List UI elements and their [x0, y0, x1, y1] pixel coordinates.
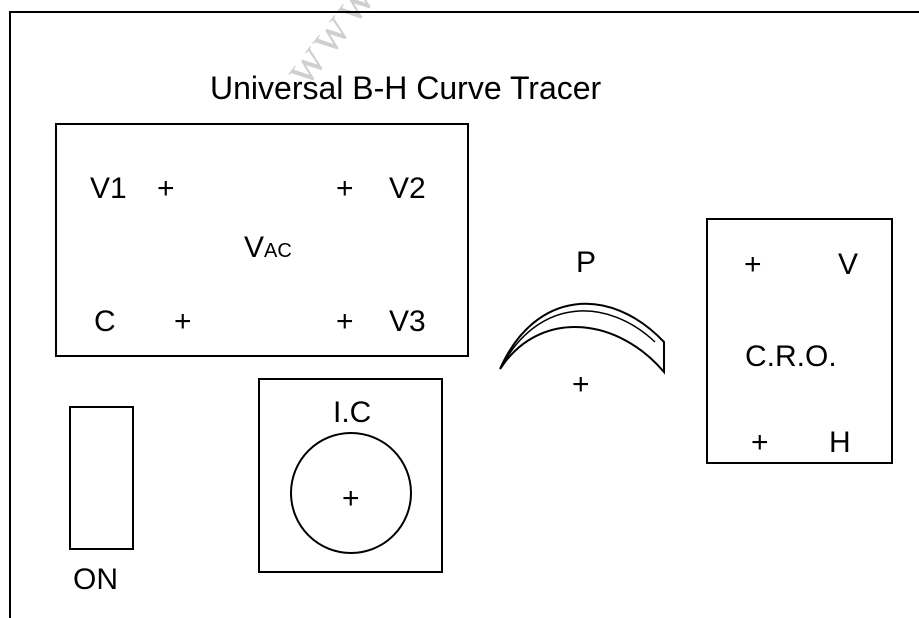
- v2-terminal[interactable]: +: [336, 172, 354, 205]
- v1-terminal[interactable]: +: [157, 172, 175, 205]
- ic-label: I.C: [333, 396, 372, 429]
- vac-label: VAC: [244, 233, 292, 263]
- c-label: C: [94, 305, 116, 338]
- panel-title: Universal B-H Curve Tracer: [210, 70, 602, 106]
- on-switch-label: ON: [73, 563, 118, 596]
- on-switch-box: [69, 406, 134, 550]
- specimen-p-arc: [499, 302, 665, 375]
- v1-label: V1: [90, 172, 127, 205]
- cro-v-terminal[interactable]: +: [744, 248, 762, 281]
- c-terminal[interactable]: +: [174, 305, 192, 338]
- vac-panel-box: [55, 123, 469, 357]
- cro-label: C.R.O.: [745, 340, 837, 373]
- p-label: P: [576, 246, 597, 279]
- ic-box: [258, 378, 443, 573]
- cro-h-label: H: [829, 426, 851, 459]
- vac-subscript: AC: [264, 240, 292, 262]
- ic-terminal[interactable]: +: [342, 482, 360, 515]
- p-terminal[interactable]: +: [572, 368, 590, 401]
- v3-label: V3: [389, 305, 426, 338]
- cro-v-label: V: [838, 248, 859, 281]
- outer-frame: [9, 11, 919, 618]
- cro-box: [706, 218, 893, 464]
- cro-h-terminal[interactable]: +: [751, 426, 769, 459]
- v2-label: V2: [389, 172, 426, 205]
- ic-circle: [290, 432, 412, 554]
- v3-terminal[interactable]: +: [336, 305, 354, 338]
- specimen-p-arc-inner: [502, 310, 656, 365]
- vac-main: V: [244, 231, 265, 264]
